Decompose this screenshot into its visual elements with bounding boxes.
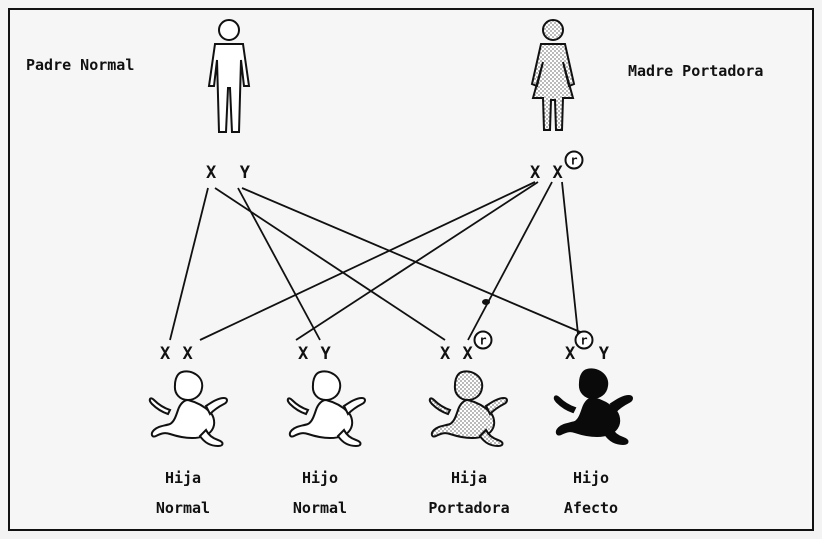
svg-text:r: r [570,154,577,168]
mother-label: Madre Portadora [628,62,764,80]
caption-line2: Portadora [428,499,510,517]
caption-line2: Normal [292,499,348,517]
line-mother-x-child1 [199,181,536,341]
caption-hija-portadora: Hija Portadora [404,463,534,523]
caption-line2: Normal [155,499,211,517]
line-father-y-child2 [237,187,321,341]
caption-line1: Hija [450,469,488,487]
baby-icon-hijo-afecto [553,368,633,445]
diagram-frame [8,8,814,531]
marker-child4: r [574,330,594,350]
line-mother-x-child2 [295,181,539,341]
mother-genotype: X X [530,163,564,183]
caption-line1: Hijo [301,469,339,487]
baby-icon-hija-portadora [428,370,508,447]
caption-hijo-afecto: Hijo Afecto [526,463,656,523]
inheritance-lines [169,181,586,341]
caption-hija-normal: Hija Normal [118,463,248,523]
caption-line1: Hijo [572,469,610,487]
baby-icon-hijo-normal [286,370,366,447]
child-genotype-hijo-normal: X Y [298,344,332,364]
line-mother-xr-child4 [561,181,579,335]
child-genotype-hija-portadora: X X [440,344,474,364]
marker-child3: r [473,330,493,350]
svg-text:r: r [479,334,486,348]
marker-mother: r [564,150,584,170]
father-label: Padre Normal [26,56,135,74]
line-father-y-child4 [241,187,586,335]
line-mother-xr-child3 [467,181,553,341]
child-genotype-hijo-afecto: X Y [565,344,610,364]
caption-line1: Hija [164,469,202,487]
father-figure-icon [207,19,251,133]
child-genotype-hija-normal: X X [160,344,194,364]
mother-figure-icon [530,19,576,131]
caption-line2: Afecto [563,499,619,517]
line-father-x-child3 [214,187,446,341]
baby-icon-hija-normal [148,370,228,447]
ink-spot [482,299,490,305]
svg-text:r: r [580,334,587,348]
line-father-x-child1 [169,187,209,341]
father-genotype: X Y [206,163,251,183]
caption-hijo-normal: Hijo Normal [255,463,385,523]
